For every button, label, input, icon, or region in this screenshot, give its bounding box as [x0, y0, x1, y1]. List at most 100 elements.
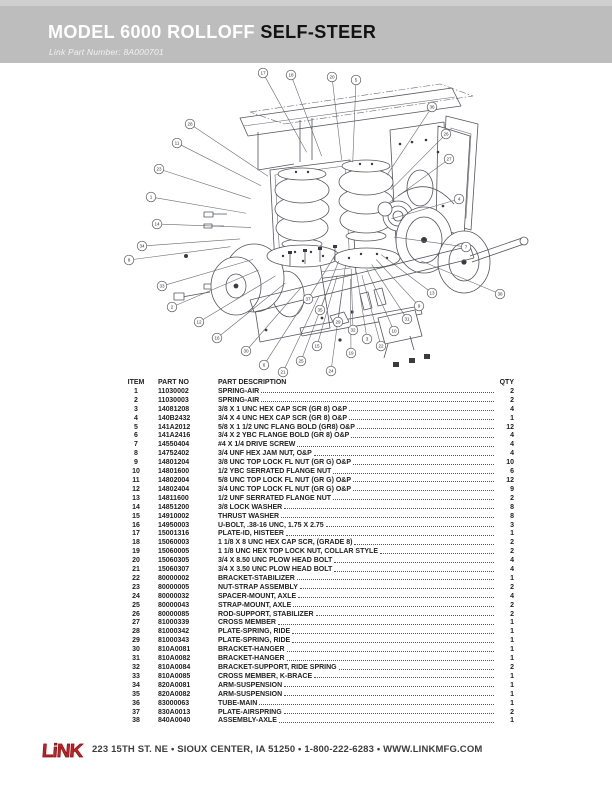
cell-description: 3/8 UNC TOP LOCK FL NUT (GR G) O&P: [218, 459, 352, 467]
leader-dots: [349, 410, 494, 412]
callout-bubble: [153, 163, 165, 175]
cell-part-no: 80000005: [158, 583, 190, 591]
cell-qty: 1: [510, 619, 514, 627]
cell-part-no: 14081208: [158, 405, 190, 413]
callout-bubble: [332, 316, 344, 328]
leader-dots: [333, 472, 494, 474]
leader-dots: [356, 428, 494, 430]
leader-dots: [315, 615, 494, 617]
cell-item: 37: [132, 708, 140, 716]
callout-bubble: [426, 287, 438, 299]
cell-item: 12: [132, 485, 140, 493]
callout-bubble: [145, 191, 157, 203]
callout-leader-line: [361, 275, 381, 342]
cell-description: PLATE-ID, HISTEER: [218, 530, 284, 538]
callout-bubble: [193, 316, 205, 328]
cell-qty: 1: [510, 628, 514, 636]
callout-number: 22: [378, 344, 384, 349]
cell-part-no: 14801600: [158, 468, 190, 476]
cell-item: 23: [132, 583, 140, 591]
cell-item: 25: [132, 601, 140, 609]
callout-leader-line: [394, 236, 462, 247]
callout-number: 23: [156, 167, 162, 172]
leader-dots: [349, 419, 494, 421]
cell-item: 22: [132, 574, 140, 582]
cell-item: 6: [134, 432, 138, 440]
leader-dots: [261, 392, 494, 394]
cell-description: PLATE-SPRING, RIDE: [218, 637, 291, 645]
callout-number: 17: [260, 71, 266, 76]
cell-description: CROSS MEMBER: [218, 619, 276, 627]
cell-part-no: 810A0084: [158, 664, 191, 671]
link-logo-text: LiNK: [42, 741, 84, 762]
callout-number: 5: [355, 78, 358, 83]
cell-part-no: 810A0082: [158, 655, 191, 663]
header-band: MODEL 6000 ROLLOFF SELF-STEER Link Part …: [0, 6, 612, 63]
link-logo: LiNK: [42, 741, 85, 763]
cell-part-no: 81000339: [158, 619, 190, 627]
callout-bubble: [240, 345, 252, 357]
callout-leader-line: [176, 269, 259, 306]
callout-bubble: [388, 325, 400, 337]
cell-item: 35: [132, 690, 140, 698]
leader-dots: [284, 686, 494, 688]
leader-dots: [313, 454, 494, 456]
callout-leader-line: [318, 275, 338, 342]
callout-bubble: [440, 128, 452, 140]
axle-assembly: [249, 236, 529, 367]
callout-leader-line: [155, 197, 247, 214]
cell-part-no: 81000342: [158, 628, 190, 636]
leader-dots: [261, 401, 494, 403]
cell-description: NUT-STRAP ASSEMBLY: [218, 583, 298, 591]
cell-part-no: 810A0081: [158, 646, 191, 654]
cell-qty: 2: [510, 396, 514, 404]
cell-qty: 4: [510, 405, 514, 413]
cell-part-no: 14802004: [158, 476, 190, 484]
cell-part-no: 14802404: [158, 485, 190, 493]
cell-description: SPACER-MOUNT, AXLE: [218, 592, 297, 600]
callout-leader-line: [133, 246, 231, 260]
cell-description: ARM-SUSPENSION: [218, 681, 283, 689]
cell-part-no: 820A0082: [158, 690, 191, 698]
cell-item: 8: [134, 450, 138, 458]
callout-number: 6: [263, 363, 266, 368]
leader-dots: [281, 517, 494, 519]
callout-bubble: [211, 332, 223, 344]
cell-qty: 12: [506, 423, 514, 431]
callout-bubble: [302, 293, 314, 305]
callout-number: 9: [418, 304, 421, 309]
callout-number: 34: [139, 244, 145, 249]
callout-leader-line: [220, 282, 286, 336]
cell-description: SPRING-AIR: [218, 396, 260, 404]
cell-item: 17: [132, 530, 140, 538]
callout-number: 16: [214, 336, 220, 341]
cell-item: 21: [132, 566, 140, 574]
callout-number: 14: [154, 222, 160, 227]
cell-qty: 1: [510, 672, 514, 680]
callout-leader-line: [161, 223, 252, 228]
cell-item: 20: [132, 557, 140, 565]
leader-dots: [293, 606, 494, 608]
cell-qty: 2: [510, 664, 514, 671]
callout-bubble: [184, 118, 196, 130]
cell-item: 29: [132, 637, 140, 645]
top-strip: [0, 0, 612, 6]
cell-description: 1 1/8 X 8 UNC HEX CAP SCR, (GRADE 8): [218, 539, 353, 547]
cell-item: 10: [132, 468, 140, 476]
leader-dots: [286, 659, 494, 661]
cell-description: 3/4 X 2 YBC FLANGE BOLD (GR 8) O&P: [218, 432, 350, 440]
cell-qty: 2: [510, 601, 514, 609]
cell-qty: 6: [510, 468, 514, 476]
leader-dots: [284, 508, 494, 510]
callout-leader-line: [356, 271, 367, 335]
cell-part-no: 11030003: [158, 396, 189, 404]
cell-qty: 12: [506, 476, 514, 484]
cell-item: 14: [132, 503, 140, 511]
cell-qty: 2: [510, 494, 514, 502]
